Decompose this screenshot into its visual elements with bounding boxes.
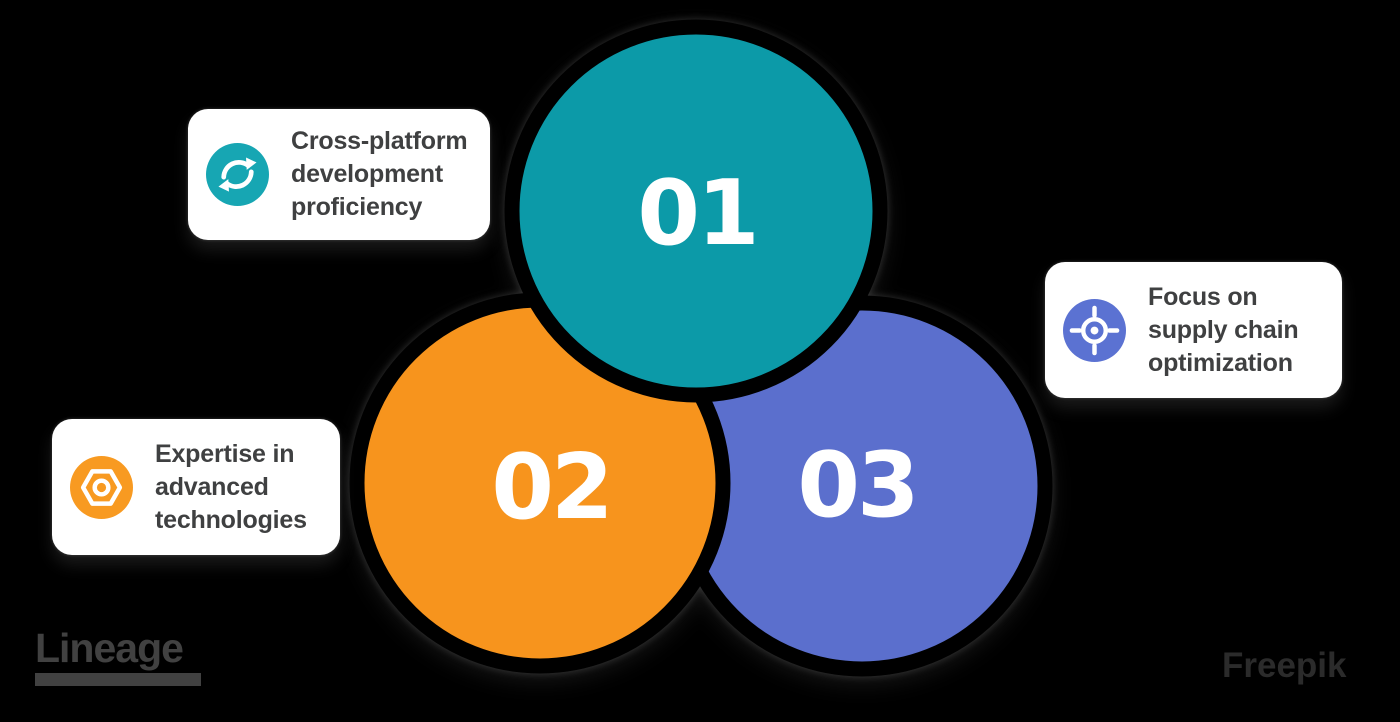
sync-arrowhead-bottom <box>218 179 229 192</box>
target-icon <box>1063 298 1126 362</box>
watermark-text: Freepik <box>1222 646 1347 685</box>
brand-logo-text: Lineage <box>35 625 184 671</box>
hexagon-center-ring <box>92 477 111 497</box>
sync-arc-bottom <box>224 169 254 189</box>
feature-card-cross-platform: Cross-platform development proficiency <box>188 109 490 240</box>
circle-01-fill <box>504 19 888 403</box>
circle-01-number: 01 <box>637 161 759 266</box>
sync-arc-top <box>221 160 251 180</box>
brand-logo: Lineage <box>35 628 201 686</box>
feature-card-label: Focus on supply chain optimization <box>1148 282 1299 377</box>
feature-card-label: Expertise in advanced technologies <box>155 439 307 534</box>
feature-card-expertise: Expertise in advanced technologies <box>52 419 340 555</box>
circle-02-number: 02 <box>491 435 613 540</box>
circle-03-number: 03 <box>797 433 919 538</box>
hexagon-nut-icon <box>70 455 133 519</box>
sync-arrowhead-top <box>246 157 257 170</box>
hexagon-nut-icon-bg <box>70 455 133 519</box>
circle-01-shape <box>504 19 888 403</box>
brand-logo-underline <box>35 673 201 686</box>
hexagon-outline <box>80 468 123 506</box>
target-ring <box>1080 316 1109 344</box>
target-center-dot <box>1090 326 1099 334</box>
sync-icon <box>206 143 269 206</box>
feature-card-label: Cross-platform development proficiency <box>291 127 468 221</box>
feature-card-supply-chain: Focus on supply chain optimization <box>1045 262 1342 398</box>
sync-icon-bg <box>206 143 269 206</box>
